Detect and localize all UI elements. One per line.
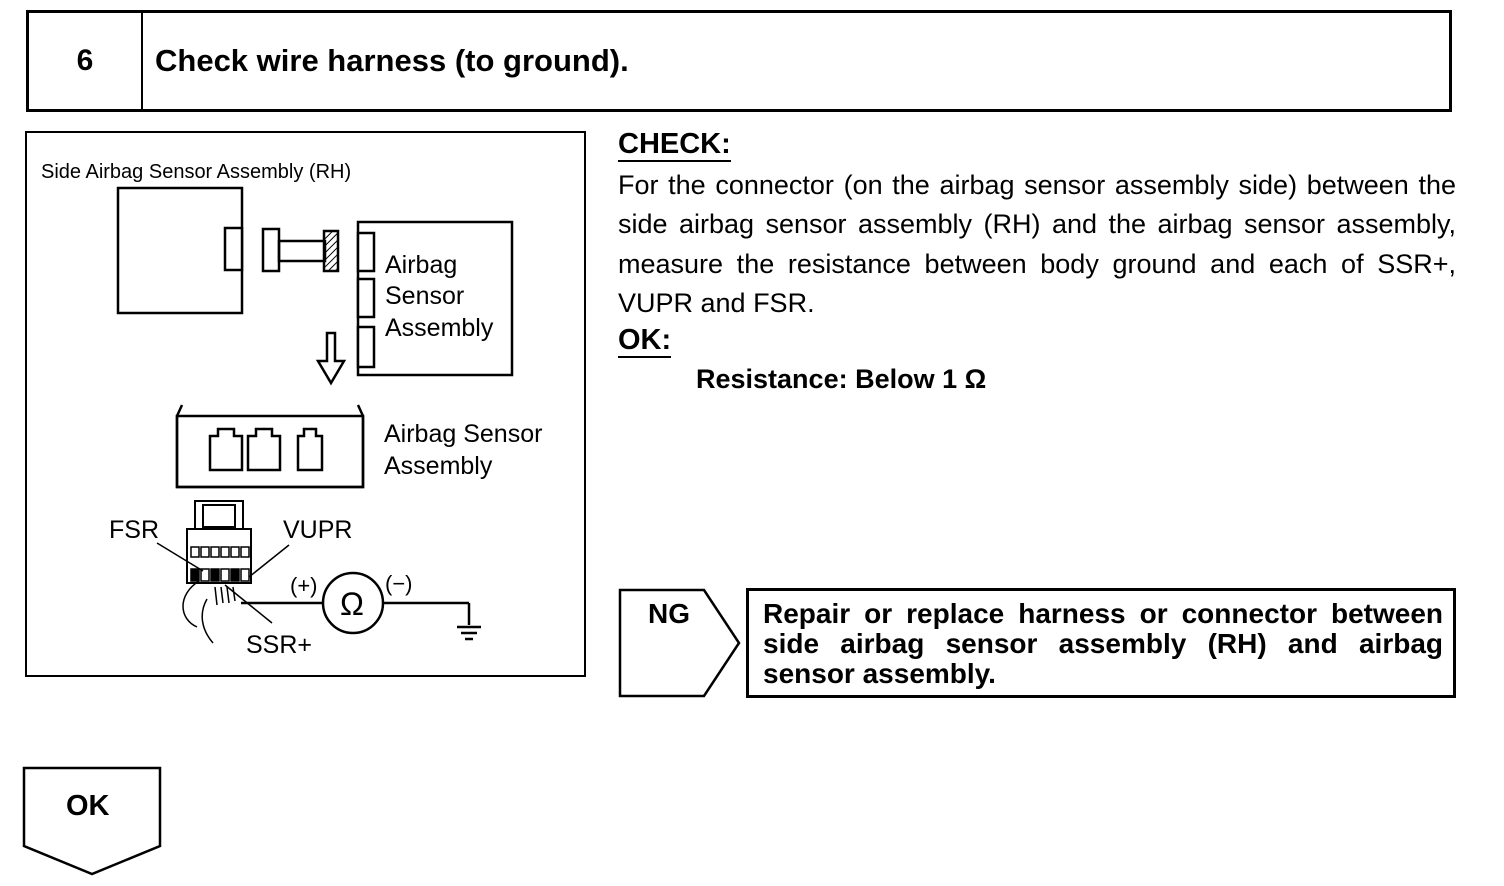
ng-arrow [618,588,741,698]
harness-plug-right [322,229,340,273]
ng-action-box: Repair or replace harness or connector b… [746,588,1456,698]
ng-action-text: Repair or replace harness or connector b… [763,598,1443,689]
resistance-spec: Resistance: Below 1 Ω [696,364,987,394]
terminal-vupr-label: VUPR [283,516,352,544]
ohm-symbol: Ω [340,586,364,622]
sensor-label-line-3: Assembly [385,314,494,342]
ok-arrow [22,766,162,876]
step-title: Check wire harness (to ground). [155,43,629,78]
step-header: 6 Check wire harness (to ground). [26,10,1452,112]
check-instructions: For the connector (on the airbag sensor … [618,170,1456,318]
step-number: 6 [29,13,143,109]
ng-label: NG [648,598,690,629]
sensor-label-line-2: Sensor [385,282,464,310]
terminal-ssr-plus-label: SSR+ [246,631,312,659]
sensor-label-line-1: Airbag [385,251,457,279]
connector-cavity-1 [208,427,244,472]
bottom-label-line-1: Airbag Sensor [384,420,542,448]
connector-cavity-2 [246,427,282,472]
check-heading: CHECK: [618,128,731,162]
down-arrow [315,331,347,386]
figure-title: Side Airbag Sensor Assembly (RH) [41,161,351,183]
terminal-fsr-label: FSR [109,516,159,544]
connector-cavity-3 [296,427,324,472]
side-sensor-connector [223,226,244,272]
harness-plug-left [261,227,281,273]
ok-heading: OK: [618,324,672,358]
diagram-drawing: Side Airbag Sensor Assembly (RH) Airbag … [41,161,542,659]
meter-plus-label: (+) [290,573,318,598]
harness-tube [277,239,327,263]
ok-flow-label: OK [66,790,110,822]
wiring-diagram: Side Airbag Sensor Assembly (RH) Airbag … [25,131,586,677]
bottom-label-line-2: Assembly [384,452,493,480]
meter-minus-label: (−) [385,571,413,596]
side-sensor-box [116,186,244,315]
